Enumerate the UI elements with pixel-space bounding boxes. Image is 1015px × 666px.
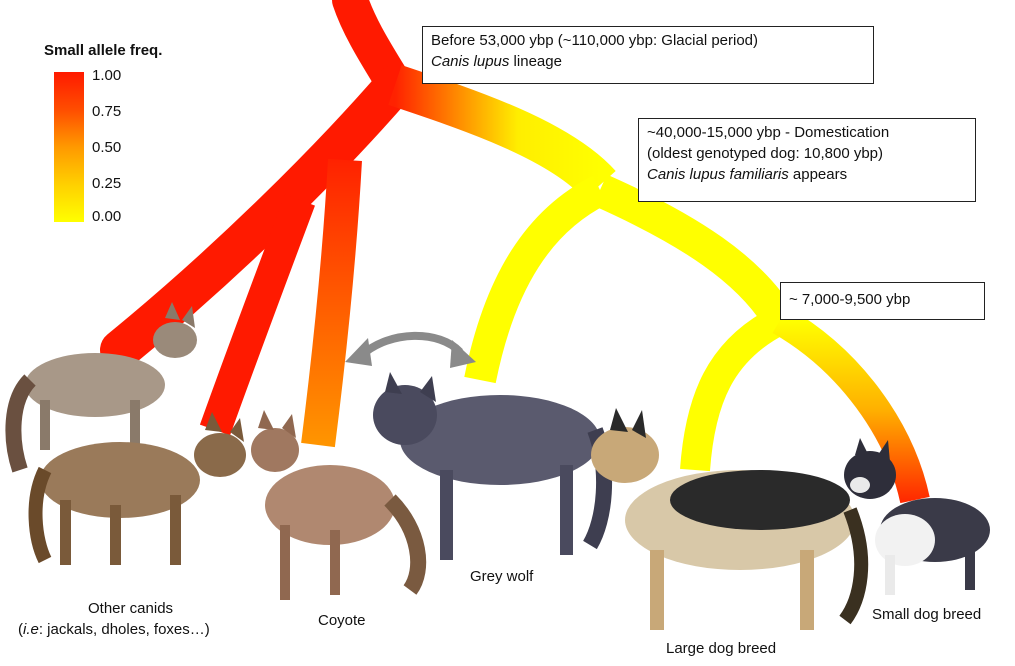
label-other-canids: Other canids [88,600,173,617]
label-large-dog-breed: Large dog breed [666,640,776,657]
species-name: Canis lupus familiaris [647,166,789,183]
domestication-line2: (oldest genotyped dog: 10,800 ybp) [647,143,967,164]
legend-tick: 1.00 [92,67,121,84]
root-annotation-box: Before 53,000 ybp (~110,000 ybp: Glacial… [422,26,874,84]
legend-tick: 0.50 [92,139,121,156]
double-arrow-icon [345,336,476,368]
species-name: Canis lupus [431,53,509,70]
legend-gradient-bar [54,72,84,222]
legend-title: Small allele freq. [44,42,162,59]
branch-to-domestication [395,85,600,185]
root-annotation-line1: Before 53,000 ybp (~110,000 ybp: Glacial… [431,30,865,51]
root-annotation-suffix: lineage [509,53,562,70]
branch-wolf [480,190,600,380]
label-other-canids-examples: (i.e: jackals, dholes, foxes…) [18,621,210,638]
domestication-line3: Canis lupus familiaris appears [647,164,967,185]
dhole-icon [36,412,246,565]
split-annotation-line1: ~ 7,000-9,500 ybp [789,286,976,314]
allele-frequency-legend: Small allele freq. 1.00 0.75 0.50 0.25 0… [40,40,220,230]
legend-tick: 0.00 [92,208,121,225]
domestication-annotation-box: ~40,000-15,000 ybp - Domestication (olde… [638,118,976,202]
label-small-dog-breed: Small dog breed [872,606,981,623]
german-shepherd-icon [591,408,861,630]
branch-large-dog [695,320,780,470]
domestication-line1: ~40,000-15,000 ybp - Domestication [647,122,967,143]
branch-coyote [318,160,345,445]
label-grey-wolf: Grey wolf [470,568,533,585]
domestication-suffix: appears [789,166,847,183]
legend-tick: 0.25 [92,175,121,192]
legend-tick: 0.75 [92,103,121,120]
label-coyote: Coyote [318,612,366,629]
branch-dogs [600,190,780,320]
split-annotation-box: ~ 7,000-9,500 ybp [780,282,985,320]
root-annotation-line2: Canis lupus lineage [431,51,865,72]
